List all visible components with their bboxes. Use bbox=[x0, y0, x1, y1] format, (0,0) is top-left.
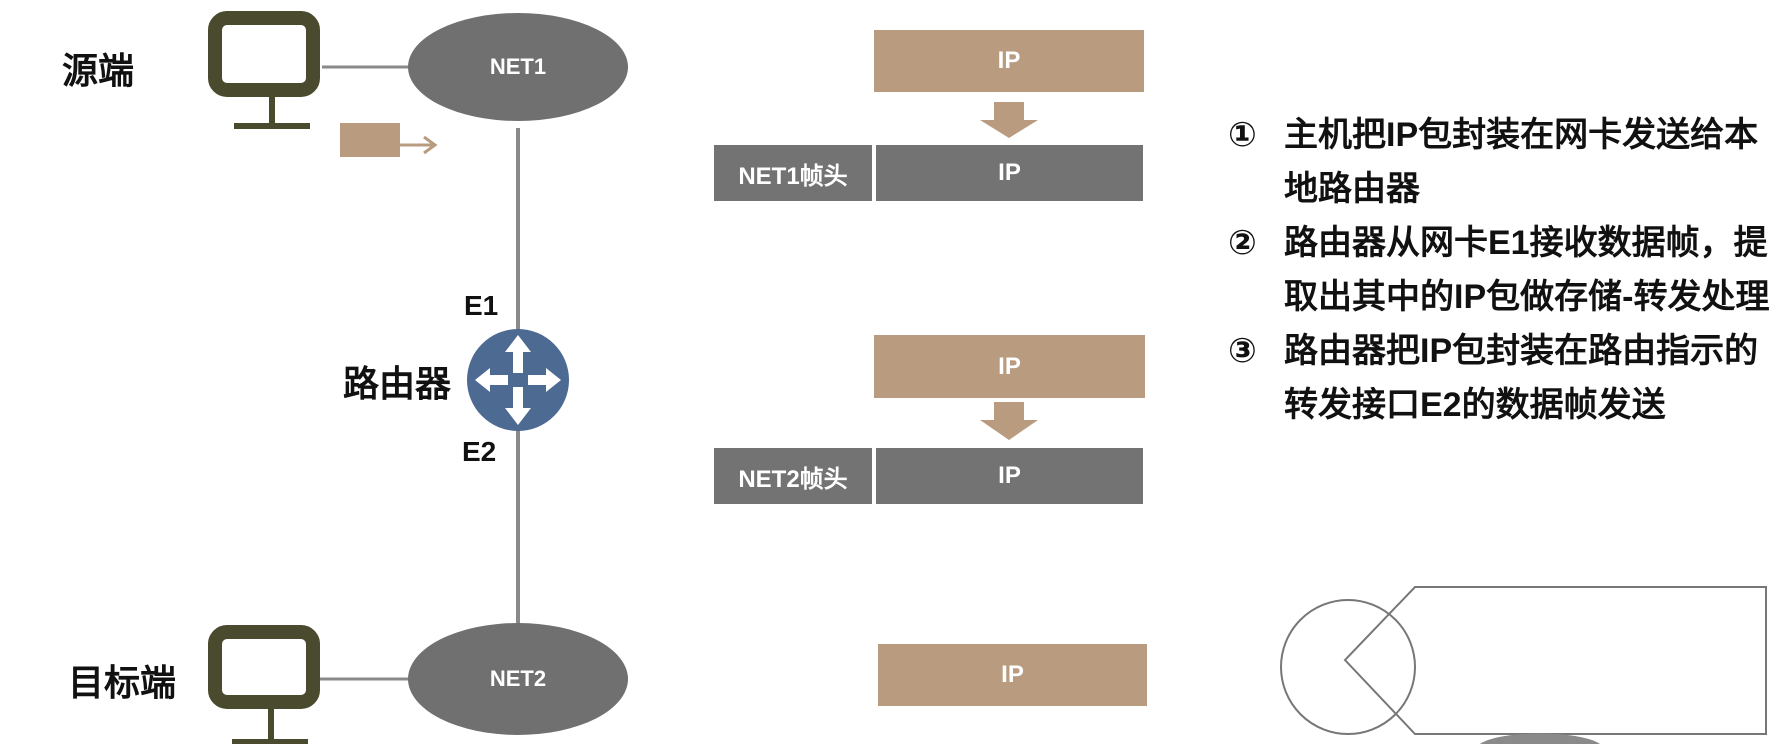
note-item-1: ① 主机把IP包封装在网卡发送给本地路由器 bbox=[1228, 108, 1788, 216]
net2-frame-header: NET2帧头 bbox=[714, 448, 872, 504]
note-text-1: 主机把IP包封装在网卡发送给本地路由器 bbox=[1284, 116, 1759, 208]
port-e1-label: E1 bbox=[464, 290, 499, 321]
encapsulate-arrow-2 bbox=[980, 402, 1038, 440]
net1-frame-ip: IP bbox=[876, 145, 1143, 201]
encapsulate-arrow-1 bbox=[980, 102, 1038, 138]
ip-packet-3: IP bbox=[878, 644, 1147, 706]
note-text-2: 路由器从网卡E1接收数据帧，提取出其中的IP包做存储-转发处理 bbox=[1284, 224, 1770, 316]
note-item-2: ② 路由器从网卡E1接收数据帧，提取出其中的IP包做存储-转发处理 bbox=[1228, 216, 1788, 324]
ip-packet-2: IP bbox=[874, 335, 1145, 398]
note-text-3: 路由器把IP包封装在路由指示的转发接口E2的数据帧发送 bbox=[1284, 332, 1759, 424]
net2-frame-ip: IP bbox=[876, 448, 1143, 504]
process-notes: ① 主机把IP包封装在网卡发送给本地路由器 ② 路由器从网卡E1接收数据帧，提取… bbox=[1228, 108, 1788, 432]
note-number-3: ③ bbox=[1228, 332, 1257, 370]
note-item-3: ③ 路由器把IP包封装在路由指示的转发接口E2的数据帧发送 bbox=[1228, 324, 1788, 432]
packet-send-icon bbox=[340, 123, 438, 157]
net1-label: NET1 bbox=[489, 54, 547, 79]
port-e2-label: E2 bbox=[462, 436, 497, 467]
source-host-monitor-icon bbox=[208, 11, 320, 129]
label-tag-decor-icon bbox=[1280, 586, 1767, 744]
note-number-2: ② bbox=[1228, 224, 1257, 262]
source-label: 源端 bbox=[62, 50, 135, 91]
router-icon bbox=[467, 329, 569, 431]
note-number-1: ① bbox=[1228, 116, 1257, 154]
net1-ellipse bbox=[408, 13, 628, 121]
net2-label: NET2 bbox=[489, 666, 547, 691]
target-label: 目标端 bbox=[68, 662, 177, 703]
target-host-monitor-icon bbox=[208, 625, 320, 744]
ip-packet-1: IP bbox=[874, 30, 1144, 92]
router-label: 路由器 bbox=[343, 363, 452, 404]
net2-ellipse bbox=[408, 623, 628, 735]
net1-frame-header: NET1帧头 bbox=[714, 145, 872, 201]
